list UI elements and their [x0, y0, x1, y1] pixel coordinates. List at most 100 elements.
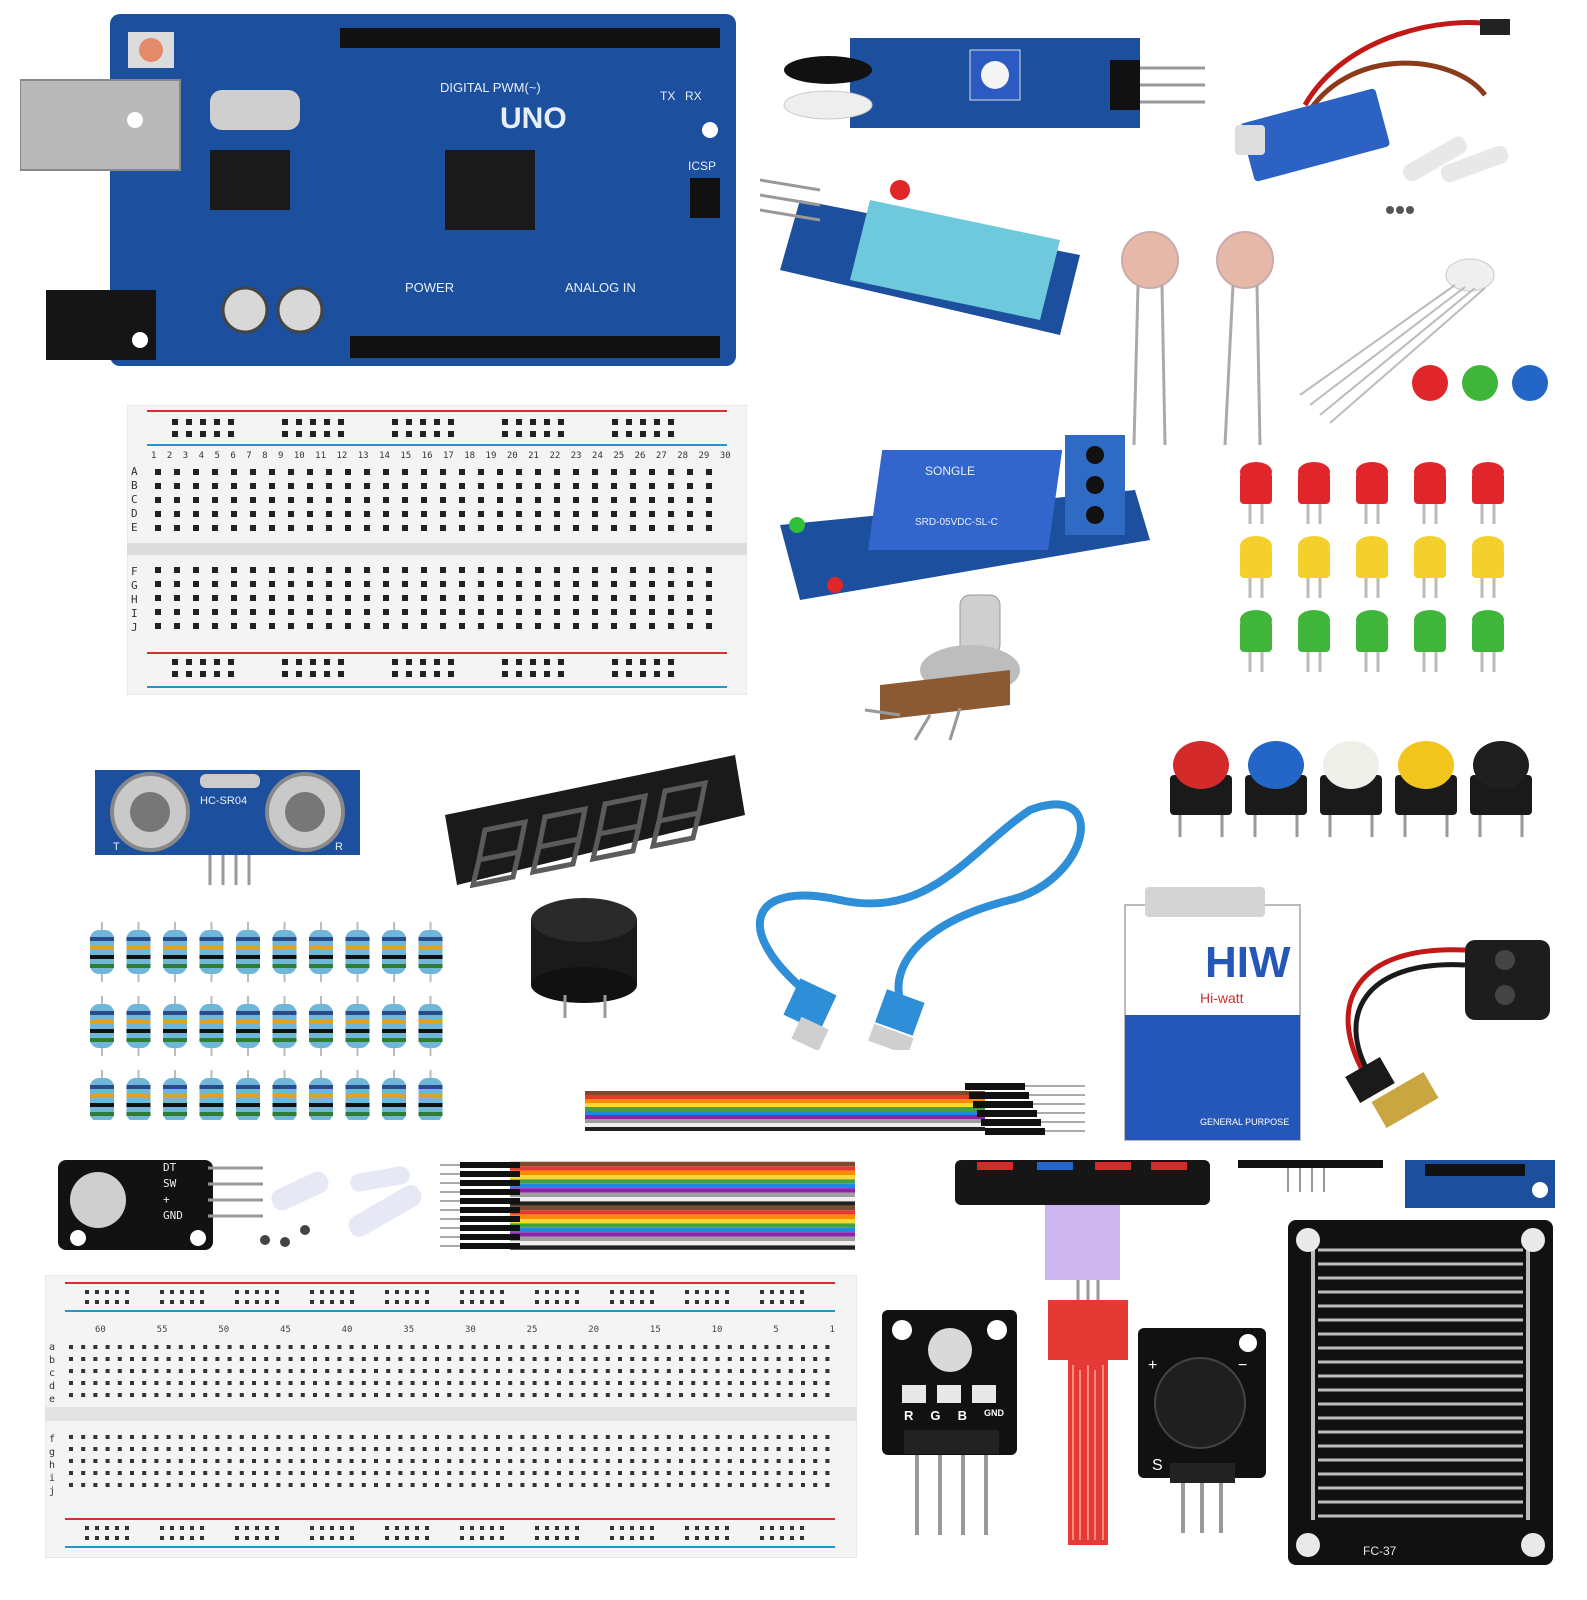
row-label: D	[131, 507, 138, 520]
column-number: 2	[166, 451, 173, 461]
row-label: d	[49, 1381, 56, 1392]
column-number: 13	[357, 451, 369, 461]
column-number: 14	[379, 451, 390, 461]
column-number: 11	[315, 451, 327, 461]
row-label: a	[49, 1342, 56, 1353]
tx-label: TX	[660, 89, 675, 103]
header-pins	[1238, 1160, 1383, 1195]
pin-label: GND	[984, 1408, 1004, 1418]
pin-label: GND	[163, 1209, 183, 1222]
buzzer-module: + − S	[1138, 1328, 1268, 1538]
column-number: 12	[336, 451, 348, 461]
membrane-keypad	[955, 1160, 1215, 1280]
row-label: j	[49, 1486, 56, 1497]
rain-sensor-model: FC-37	[1363, 1544, 1397, 1558]
row-label: J	[131, 621, 138, 634]
rotary-encoder-pin-labels: DT SW + GND	[163, 1160, 183, 1224]
servo-horns-screws	[250, 1160, 440, 1250]
ir-sensor-module	[780, 30, 1210, 140]
water-level-sensor	[1043, 1280, 1133, 1545]
relay-model: SRD-05VDC-SL-C	[915, 517, 998, 528]
pin-label: SW	[163, 1177, 177, 1190]
column-number: 9	[278, 451, 284, 461]
seven-segment-display	[445, 735, 745, 890]
power-label: POWER	[405, 280, 454, 295]
battery-brand: HIW	[1205, 938, 1291, 987]
potentiometer	[860, 590, 1020, 750]
icsp-label: ICSP	[688, 159, 716, 173]
column-number: 20	[588, 1325, 600, 1335]
column-number: 3	[182, 451, 189, 461]
breadboard-830-row-labels-bottom: f g h i j	[49, 1433, 55, 1498]
column-number: 19	[485, 451, 497, 461]
digital-label: DIGITAL PWM(~)	[440, 80, 541, 95]
rain-sensor-board: FC-37	[1288, 1220, 1553, 1565]
ultrasonic-r-label: R	[335, 841, 343, 853]
breadboard-400-row-labels-top: A B C D E	[131, 465, 143, 535]
column-number: 23	[570, 451, 582, 461]
led-assortment	[1235, 460, 1525, 680]
buzzer-s: S	[1152, 1457, 1163, 1474]
jumper-wires-male-male	[585, 1075, 1095, 1145]
column-number: 24	[592, 451, 603, 461]
row-label: c	[49, 1368, 56, 1379]
column-number: 1	[829, 1325, 835, 1335]
column-number: 29	[698, 451, 710, 461]
pin-label: G	[930, 1408, 941, 1423]
row-label: F	[131, 565, 138, 578]
breadboard-400-row-labels-bottom: F G H I J	[131, 565, 143, 635]
rgb-module-pin-labels: R G B GND	[904, 1408, 1004, 1423]
analog-label: ANALOG IN	[565, 280, 636, 295]
column-number: 6	[230, 451, 236, 461]
column-number: 4	[198, 451, 205, 461]
column-number: 10	[711, 1325, 723, 1335]
buzzer-minus: −	[1238, 1357, 1247, 1374]
resistor-assortment	[85, 920, 455, 1130]
column-number: 18	[464, 451, 476, 461]
row-label: h	[49, 1460, 56, 1471]
pin-label: +	[163, 1193, 170, 1206]
battery-9v: HIW Hi-watt GENERAL PURPOSE	[1115, 885, 1310, 1145]
row-label: f	[49, 1434, 56, 1445]
ldr-photoresistors	[1110, 230, 1290, 450]
breadboard-830-row-labels-top: a b c d e	[49, 1341, 55, 1406]
column-number: 25	[526, 1325, 538, 1335]
row-label: E	[131, 521, 138, 534]
column-number: 20	[506, 451, 518, 461]
column-number: 30	[464, 1325, 476, 1335]
row-label: b	[49, 1355, 56, 1366]
pin-label: B	[957, 1408, 967, 1423]
motor-driver-module	[1405, 1160, 1555, 1208]
arduino-uno-board: UNO DIGITAL PWM(~) POWER ANALOG IN ICSP …	[19, 10, 740, 370]
column-number: 35	[403, 1325, 415, 1335]
column-number: 50	[218, 1325, 230, 1335]
column-number: 8	[262, 451, 268, 461]
column-number: 30	[719, 451, 731, 461]
buzzer-plus: +	[1148, 1357, 1157, 1374]
relay-module: SONGLE SRD-05VDC-SL-C	[775, 430, 1155, 610]
column-number: 27	[655, 451, 667, 461]
tactile-buttons	[1165, 735, 1545, 845]
column-number: 16	[421, 451, 433, 461]
board-label: UNO	[500, 102, 567, 135]
column-number: 21	[528, 451, 539, 461]
column-number: 45	[279, 1325, 291, 1335]
column-number: 40	[341, 1325, 353, 1335]
column-number: 15	[400, 451, 412, 461]
pin-label: R	[904, 1408, 914, 1423]
column-number: 15	[649, 1325, 661, 1335]
rotary-encoder-module: DT SW + GND	[58, 1160, 268, 1250]
battery-type: GENERAL PURPOSE	[1200, 1117, 1289, 1127]
row-label: G	[131, 579, 138, 592]
column-number: 55	[156, 1325, 168, 1335]
row-label: i	[49, 1473, 56, 1484]
column-number: 1	[151, 451, 157, 461]
row-label: e	[49, 1394, 56, 1405]
battery-sub: Hi-watt	[1200, 990, 1244, 1006]
column-number: 17	[442, 451, 454, 461]
column-number: 7	[246, 451, 252, 461]
row-label: C	[131, 493, 138, 506]
servo-motor	[1225, 15, 1525, 225]
